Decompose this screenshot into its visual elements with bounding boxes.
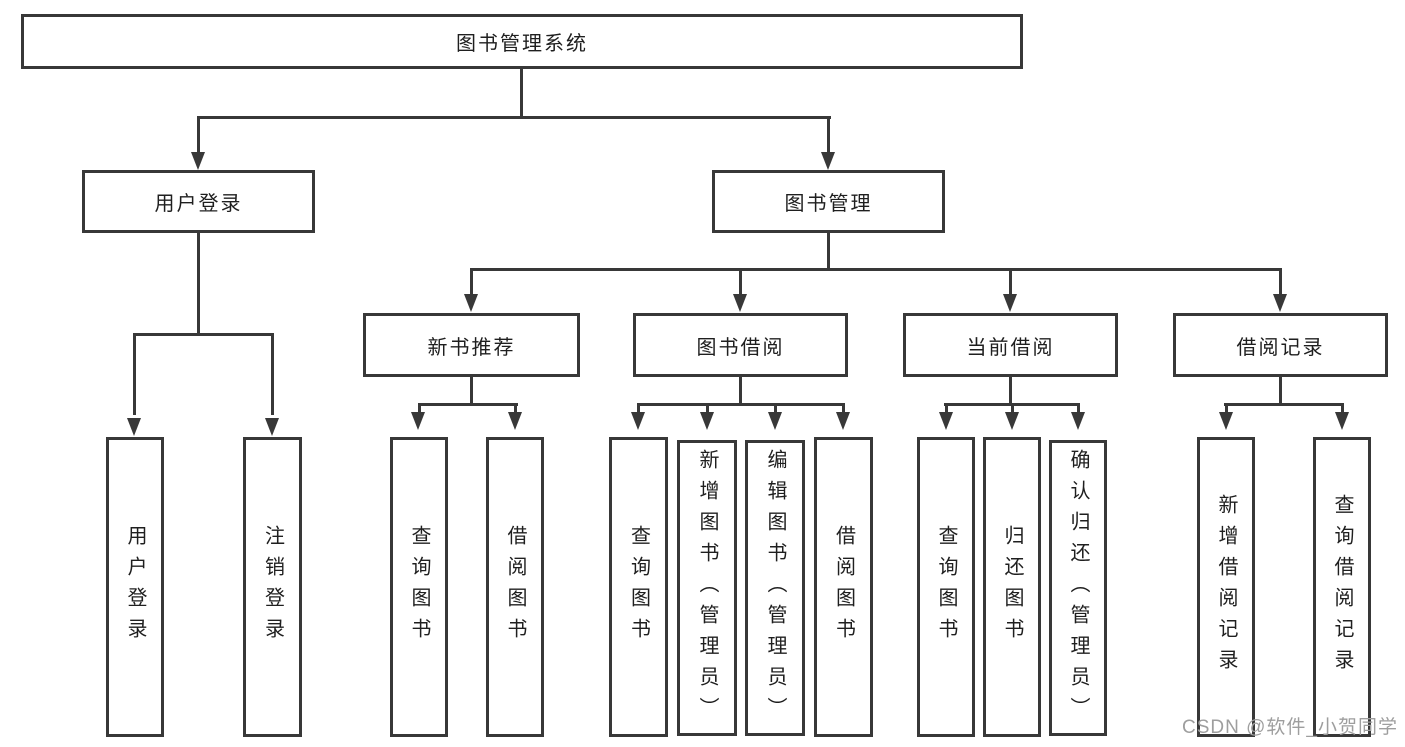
arrowhead-down-icon [700,412,714,430]
node-current-borrowing-label: 当前借阅 [966,336,1055,359]
connector-line [842,406,845,414]
connector-line [739,377,742,403]
arrowhead-down-icon [1335,412,1349,430]
node-query-borrow-record-label: 查询借阅记录 [1331,494,1353,680]
connector-line [520,69,523,119]
node-user-login-leaf: 用户登录 [106,437,164,737]
arrowhead-down-icon [411,412,425,430]
node-query-books-current-label: 查询图书 [935,525,957,649]
connector-line [637,406,640,414]
node-user-login: 用户登录 [82,170,315,233]
node-add-borrow-record: 新增借阅记录 [1197,437,1255,737]
node-query-books-borrowing: 查询图书 [609,437,668,737]
connector-line [418,403,518,406]
connector-line [1341,406,1344,414]
connector-line [706,406,709,414]
node-confirm-return-admin-label: 确认归还（管理员） [1067,448,1089,728]
node-borrow-books-recommend-label: 借阅图书 [504,525,526,649]
arrowhead-down-icon [191,152,205,170]
connector-line [1009,377,1012,403]
connector-line [1011,406,1014,414]
connector-line [470,377,473,403]
node-root-label: 图书管理系统 [456,33,588,55]
node-logout-label: 注销登录 [261,525,284,649]
connector-line [271,333,274,415]
connector-line [774,406,777,414]
connector-line [739,268,742,296]
node-user-login-leaf-label: 用户登录 [124,525,146,649]
arrowhead-down-icon [1071,412,1085,430]
node-borrow-books-borrowing: 借阅图书 [814,437,873,737]
node-current-borrowing: 当前借阅 [903,313,1118,377]
connector-line [827,233,830,271]
node-query-books-borrowing-label: 查询图书 [627,525,650,649]
node-new-book-recommend: 新书推荐 [363,313,580,377]
arrowhead-down-icon [1005,412,1019,430]
connector-line [1009,268,1012,296]
node-root: 图书管理系统 [21,14,1023,69]
connector-line [133,333,136,415]
node-book-borrowing: 图书借阅 [633,313,848,377]
arrowhead-down-icon [836,412,850,430]
arrowhead-down-icon [1219,412,1233,430]
node-query-books-recommend-label: 查询图书 [408,525,430,649]
connector-line [1279,377,1282,403]
connector-line [1077,406,1080,414]
connector-line [197,116,200,152]
arrowhead-down-icon [939,412,953,430]
connector-line [514,406,517,414]
arrowhead-down-icon [508,412,522,430]
connector-line [945,406,948,414]
node-new-book-recommend-label: 新书推荐 [427,336,516,359]
arrowhead-down-icon [1273,294,1287,312]
node-edit-book-admin: 编辑图书（管理员） [745,440,805,736]
node-borrowing-records: 借阅记录 [1173,313,1388,377]
connector-line [197,233,200,336]
connector-line [1279,268,1282,296]
connector-line [944,403,1080,406]
node-book-management-label: 图书管理 [784,193,873,215]
connector-line [827,116,830,152]
csdn-watermark: CSDN @软件_小贺同学 [1182,717,1398,738]
node-confirm-return-admin: 确认归还（管理员） [1049,440,1107,736]
node-book-borrowing-label: 图书借阅 [696,336,785,359]
arrowhead-down-icon [733,294,747,312]
arrowhead-down-icon [631,412,645,430]
node-logout: 注销登录 [243,437,302,737]
connector-line [418,406,421,414]
connector-line [470,268,1282,271]
arrowhead-down-icon [821,152,835,170]
node-add-borrow-record-label: 新增借阅记录 [1215,494,1237,680]
node-edit-book-admin-label: 编辑图书（管理员） [764,448,786,728]
arrowhead-down-icon [127,418,141,436]
node-user-login-label: 用户登录 [154,193,243,215]
node-query-borrow-record: 查询借阅记录 [1313,437,1371,737]
connector-line [637,403,845,406]
connector-line [1224,403,1344,406]
node-borrow-books-recommend: 借阅图书 [486,437,544,737]
node-book-management: 图书管理 [712,170,945,233]
arrowhead-down-icon [265,418,279,436]
node-return-books: 归还图书 [983,437,1041,737]
connector-line [197,116,831,119]
node-borrowing-records-label: 借阅记录 [1236,336,1325,359]
node-return-books-label: 归还图书 [1001,525,1023,649]
node-query-books-recommend: 查询图书 [390,437,448,737]
connector-line [133,333,274,336]
arrowhead-down-icon [1003,294,1017,312]
node-add-book-admin: 新增图书（管理员） [677,440,737,736]
node-add-book-admin-label: 新增图书（管理员） [696,448,718,728]
node-query-books-current: 查询图书 [917,437,975,737]
connector-line [470,268,473,296]
arrowhead-down-icon [464,294,478,312]
connector-line [1225,406,1228,414]
arrowhead-down-icon [768,412,782,430]
node-borrow-books-borrowing-label: 借阅图书 [832,525,855,649]
